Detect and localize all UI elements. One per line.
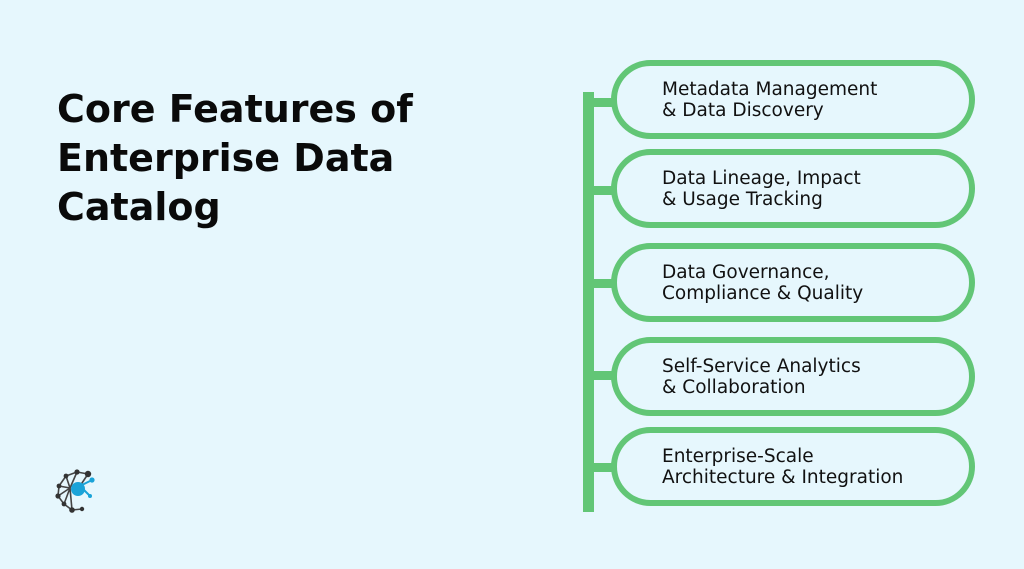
- feature-3-line-2: Compliance & Quality: [662, 283, 864, 304]
- feature-3-line-1: Data Governance,: [662, 262, 830, 283]
- feature-text-4: Self-Service Analytics & Collaboration: [662, 356, 959, 398]
- feature-text-3: Data Governance, Compliance & Quality: [662, 262, 959, 304]
- connector-3: [583, 279, 623, 288]
- feature-pill-2: Data Lineage, Impact & Usage Tracking: [611, 149, 975, 228]
- connector-5: [583, 463, 623, 472]
- title-line-1: Core Features of: [57, 87, 413, 132]
- feature-2-line-1: Data Lineage, Impact: [662, 168, 861, 189]
- feature-pill-1: Metadata Management & Data Discovery: [611, 60, 975, 139]
- feature-text-1: Metadata Management & Data Discovery: [662, 79, 959, 121]
- network-c-logo-icon: [52, 466, 102, 516]
- connector-2: [583, 186, 623, 195]
- feature-pill-3: Data Governance, Compliance & Quality: [611, 243, 975, 322]
- connector-4: [583, 371, 623, 380]
- feature-text-5: Enterprise-Scale Architecture & Integrat…: [662, 446, 959, 488]
- feature-pill-4: Self-Service Analytics & Collaboration: [611, 337, 975, 416]
- page-title: Core Features of Enterprise Data Catalog: [57, 85, 487, 232]
- feature-pill-5: Enterprise-Scale Architecture & Integrat…: [611, 427, 975, 506]
- title-line-3: Catalog: [57, 185, 221, 230]
- logo-svg: [55, 469, 95, 513]
- feature-5-line-2: Architecture & Integration: [662, 467, 904, 488]
- tree-spine: [583, 92, 594, 512]
- feature-2-line-2: & Usage Tracking: [662, 189, 823, 210]
- feature-1-line-2: & Data Discovery: [662, 100, 824, 121]
- feature-5-line-1: Enterprise-Scale: [662, 446, 814, 467]
- feature-text-2: Data Lineage, Impact & Usage Tracking: [662, 168, 959, 210]
- feature-4-line-1: Self-Service Analytics: [662, 356, 861, 377]
- title-line-2: Enterprise Data: [57, 136, 395, 181]
- connector-1: [583, 98, 623, 107]
- feature-1-line-1: Metadata Management: [662, 79, 878, 100]
- feature-4-line-2: & Collaboration: [662, 377, 806, 398]
